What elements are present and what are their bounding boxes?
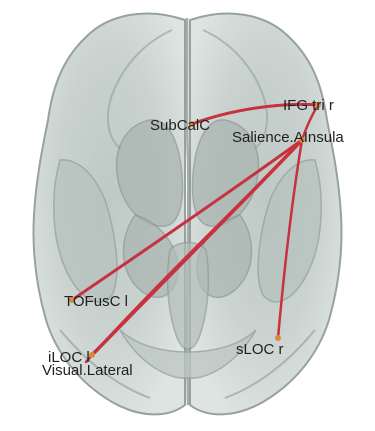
label-tofusc-l: TOFusC l <box>64 293 128 310</box>
label-salience-ainsula: Salience.AInsula <box>232 129 344 146</box>
node-iloc-l <box>89 352 95 358</box>
label-visual-lateral: Visual.Lateral <box>42 362 133 379</box>
label-sloc-r: sLOC r <box>236 341 284 358</box>
label-subcalc: SubCalC <box>150 117 210 134</box>
label-ifg-tri-r: IFG tri r <box>283 97 334 114</box>
